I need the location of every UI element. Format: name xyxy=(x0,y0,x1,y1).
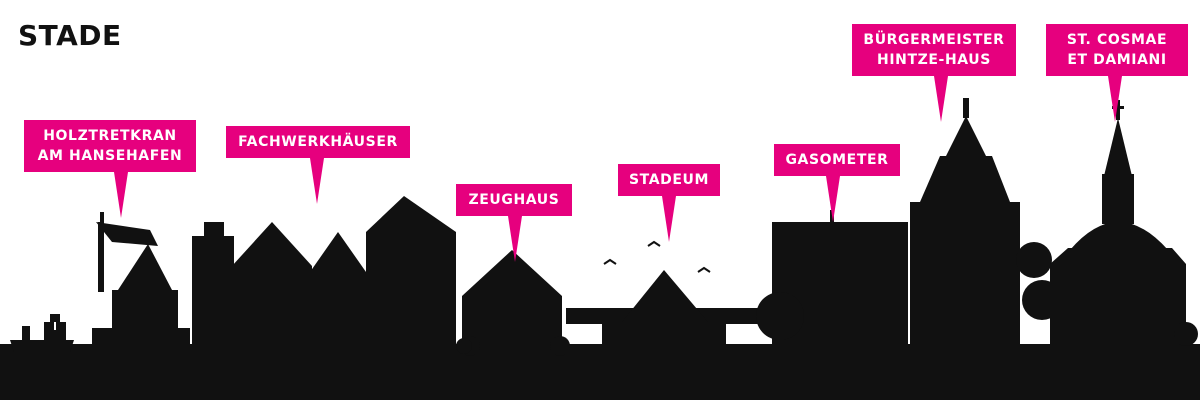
label-hintze-haus: BÜRGERMEISTER HINTZE-HAUS xyxy=(852,24,1016,122)
callout-pointer xyxy=(508,216,522,262)
label-line: ZEUGHAUS xyxy=(468,192,560,208)
boat-silhouette xyxy=(10,314,74,352)
label-zeughaus: ZEUGHAUS xyxy=(456,184,572,262)
label-line: STADEUM xyxy=(628,172,710,188)
label-line: FACHWERKHÄUSER xyxy=(238,134,398,150)
bush-silhouette xyxy=(456,338,472,354)
label-gasometer: GASOMETER xyxy=(774,144,900,222)
label-line: AM HANSEHAFEN xyxy=(37,148,183,164)
callout-pointer xyxy=(1108,76,1122,122)
label-stadeum: STADEUM xyxy=(618,164,720,242)
holztretkran-crane-silhouette xyxy=(92,212,190,352)
narrow-house-silhouette xyxy=(192,222,234,352)
label-holztretkran: HOLZTRETKRAN AM HANSEHAFEN xyxy=(24,120,196,218)
label-cosmae: ST. COSMAE ET DAMIANI xyxy=(1046,24,1188,122)
label-line: BÜRGERMEISTER xyxy=(863,32,1005,48)
fachwerkhaeuser-silhouette xyxy=(232,196,456,352)
label-line: GASOMETER xyxy=(785,152,889,168)
label-line: ET DAMIANI xyxy=(1067,52,1167,68)
bush-silhouette xyxy=(1174,322,1198,346)
label-fachwerkhaeuser: FACHWERKHÄUSER xyxy=(226,126,410,204)
label-line: HINTZE-HAUS xyxy=(877,52,991,68)
page-title: STADE xyxy=(18,19,122,52)
callout-pointer xyxy=(934,76,948,122)
gasometer-silhouette xyxy=(756,210,908,352)
zeughaus-silhouette xyxy=(460,250,570,356)
hintze-haus-silhouette xyxy=(910,98,1062,352)
label-line: HOLZTRETKRAN xyxy=(43,128,177,144)
label-line: ST. COSMAE xyxy=(1066,32,1168,48)
cosmae-church-silhouette xyxy=(1050,100,1186,352)
callout-pointer xyxy=(662,196,676,242)
callout-pointer xyxy=(826,176,840,222)
stadeum-silhouette xyxy=(566,240,762,352)
callout-pointer xyxy=(114,172,128,218)
callout-pointer xyxy=(310,158,324,204)
